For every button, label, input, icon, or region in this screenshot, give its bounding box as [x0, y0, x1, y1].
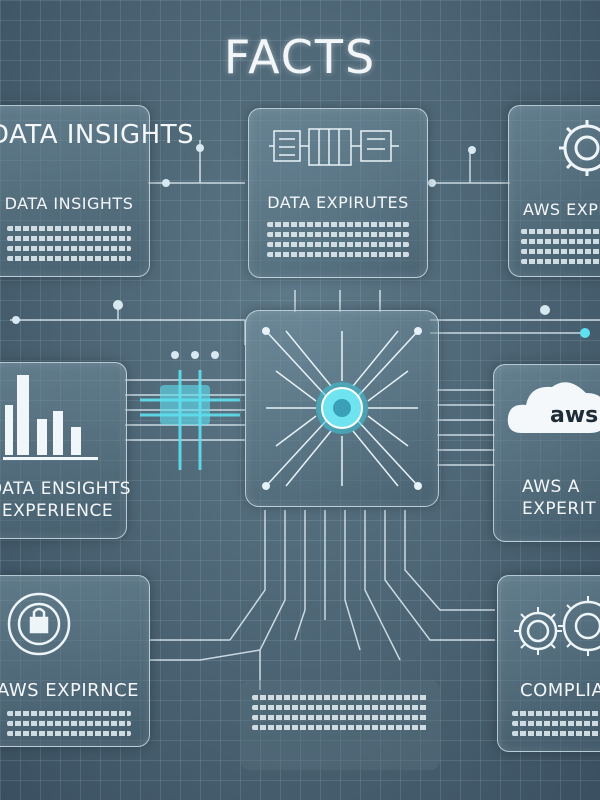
gear-icon	[559, 120, 600, 176]
panel-heading-line2: EXPERIT	[522, 499, 597, 519]
panel-heading: AWS EXPI	[523, 200, 600, 219]
panel-aws-top: AWS EXPI	[508, 105, 600, 277]
aws-logo-text: aws	[550, 403, 599, 428]
bar-chart-icon	[3, 375, 98, 460]
panel-text-lines	[252, 690, 428, 735]
panel-text-lines	[521, 224, 600, 269]
processor-chip-icon	[262, 327, 422, 490]
chip-icon	[269, 128, 399, 166]
bottom-center-text	[240, 680, 440, 770]
panel-text-lines	[512, 706, 600, 741]
panel-heading-line2: EXPERIENCE	[1, 501, 114, 521]
sprocket-icon	[514, 596, 600, 656]
panel-aws-expirnce: AWS EXPIRNCE	[0, 575, 150, 747]
page-title: FACTS	[223, 30, 377, 84]
panel-heading: DATA EXPIRUTES	[267, 193, 409, 212]
lock-icon	[7, 592, 71, 656]
panel-text-lines	[7, 706, 131, 741]
panel-heading: COMPLIA	[520, 680, 600, 701]
panel-heading-line1: AWS A	[522, 477, 580, 497]
panel-data-expirutes: DATA EXPIRUTES	[248, 108, 428, 278]
panel-subheading: DATA INSIGHTS	[4, 194, 134, 213]
panel-data-insights: DATA INSIGHTS DATA INSIGHTS	[0, 105, 195, 277]
cloud-icon	[507, 382, 600, 433]
panel-data-ensights: DATA ENSIGHTS EXPERIENCE	[0, 362, 132, 539]
panel-complia: COMPLIA	[497, 575, 600, 752]
central-processor	[245, 310, 439, 507]
panel-heading-line1: DATA ENSIGHTS	[0, 479, 132, 499]
panel-text-lines	[7, 221, 131, 266]
panel-aws-mid: aws AWS A EXPERIT	[493, 364, 600, 542]
panel-heading: AWS EXPIRNCE	[0, 680, 140, 701]
panel-text-lines	[267, 217, 409, 262]
panel-heading: DATA INSIGHTS	[0, 120, 195, 150]
